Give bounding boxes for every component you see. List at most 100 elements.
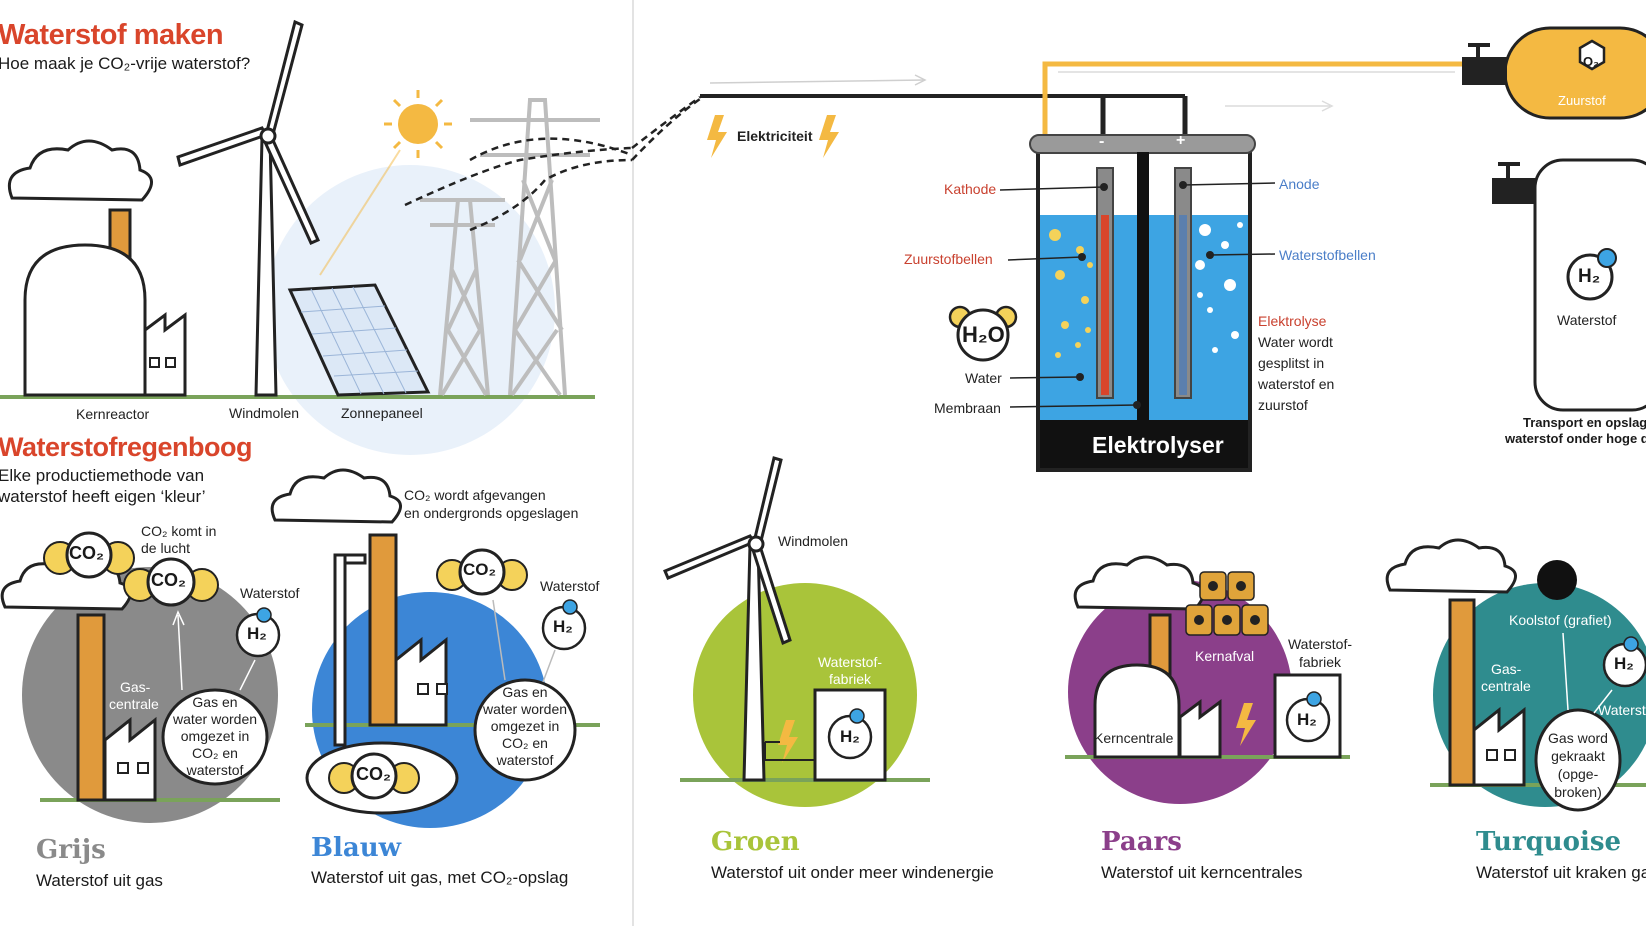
- grijs-co2-note-1: CO₂ komt in: [141, 523, 217, 539]
- blauw-waterstof-label: Waterstof: [540, 578, 600, 594]
- elektrolyse-line-1: Water wordt: [1258, 334, 1333, 350]
- electrode-minus: -: [1099, 133, 1105, 150]
- blauw-co2-note-1: CO₂ wordt afgevangen: [404, 487, 546, 503]
- h2-molecule-icon: [235, 607, 281, 658]
- blauw-description: Waterstof uit gas, met CO₂-opslag: [311, 868, 569, 887]
- co2-molecule-icon: [328, 752, 420, 800]
- sun-icon: [319, 90, 452, 276]
- solar-panel-icon: [287, 283, 431, 397]
- turquoise-koolstof-label: Koolstof (grafiet): [1509, 612, 1612, 628]
- oxygen-tank-label: Zuurstof: [1558, 93, 1606, 108]
- groen-fabriek-1: Waterstof-: [817, 654, 883, 670]
- groen-illustration: [663, 456, 930, 807]
- rainbow-intro-2: waterstof heeft eigen ‘kleur’: [0, 487, 206, 506]
- blauw-h2-formula: H₂: [553, 617, 573, 636]
- turquoise-process-1: Gas word: [1548, 730, 1608, 746]
- label-kernreactor: Kernreactor: [76, 406, 150, 422]
- label-zuurstofbellen: Zuurstofbellen: [904, 251, 993, 267]
- grijs-co2-formula-2: CO₂: [151, 570, 186, 590]
- power-pylon-icon: [420, 98, 600, 397]
- lightning-icon: [1236, 703, 1256, 746]
- paars-h2-formula: H₂: [1297, 710, 1317, 729]
- elektrolyse-line-4: zuurstof: [1258, 397, 1308, 413]
- blauw-co2-formula-2: CO₂: [356, 764, 391, 784]
- grijs-h2-formula: H₂: [247, 624, 267, 643]
- electrode-plus: +: [1176, 132, 1186, 149]
- label-elektriciteit: Elektriciteit: [737, 128, 813, 144]
- label-zonnepaneel: Zonnepaneel: [341, 405, 423, 421]
- turquoise-centrale-1: Gas-: [1491, 661, 1522, 677]
- groen-h2-formula: H₂: [840, 727, 860, 746]
- co2-molecule-icon: [436, 548, 528, 596]
- lightning-icon: [707, 115, 727, 158]
- groen-title: Groen: [711, 827, 800, 857]
- groen-description: Waterstof uit onder meer windenergie: [711, 863, 994, 882]
- lightning-icon: [819, 115, 839, 158]
- hydrogen-caption-1: Transport en opslag: [1523, 415, 1646, 430]
- hydrogen-tank-label: Waterstof: [1557, 312, 1617, 328]
- graphite-icon: [1537, 560, 1577, 600]
- turquoise-waterst-label: Waterst: [1598, 702, 1646, 718]
- paars-illustration: [1065, 555, 1350, 804]
- h2-molecule-icon: [827, 708, 873, 760]
- turquoise-illustration: [1385, 538, 1646, 812]
- energy-sources-illustration: [0, 19, 701, 455]
- blauw-process-5: waterstof: [496, 752, 554, 768]
- electrolyser-name: Elektrolyser: [1092, 432, 1224, 458]
- h2o-formula: H₂O: [962, 322, 1005, 347]
- grijs-co2-note-2: de lucht: [141, 540, 191, 556]
- blauw-process-2: water worden: [482, 701, 568, 717]
- label-elektrolyse-title: Elektrolyse: [1258, 313, 1327, 329]
- label-kathode: Kathode: [944, 181, 997, 197]
- nuclear-reactor-icon: [1093, 663, 1181, 759]
- lightning-icon: [778, 720, 798, 763]
- paars-description: Waterstof uit kerncentrales: [1101, 863, 1303, 882]
- turquoise-process-3: (opge-: [1557, 766, 1599, 782]
- grijs-process-4: CO₂ en: [192, 745, 238, 761]
- groen-windmolen-label: Windmolen: [778, 533, 849, 549]
- label-anode: Anode: [1279, 176, 1320, 192]
- turquoise-description: Waterstof uit kraken ga: [1476, 863, 1646, 882]
- hydrogen-tank-icon: [1492, 158, 1646, 412]
- paars-title: Paars: [1101, 827, 1182, 857]
- blauw-title: Blauw: [311, 833, 401, 863]
- turquoise-h2-formula: H₂: [1614, 654, 1634, 673]
- electrolyser-illustration: [700, 61, 1465, 472]
- blauw-illustration: [270, 468, 600, 828]
- turquoise-centrale-2: centrale: [1481, 678, 1531, 694]
- grijs-description: Waterstof uit gas: [36, 871, 163, 890]
- oxygen-formula: O₂: [1583, 54, 1599, 69]
- label-waterstofbellen: Waterstofbellen: [1279, 247, 1376, 263]
- turquoise-process-2: gekraakt: [1551, 748, 1605, 764]
- page-title: Waterstof maken: [0, 19, 224, 51]
- label-water: Water: [965, 370, 1002, 386]
- co2-molecule-icon: [43, 531, 135, 579]
- label-membraan: Membraan: [934, 400, 1001, 416]
- wind-turbine-icon: [663, 456, 792, 782]
- grijs-title: Grijs: [36, 835, 106, 865]
- blauw-co2-note-2: en ondergronds opgeslagen: [404, 505, 579, 521]
- rainbow-intro-1: Elke productiemethode van: [0, 466, 205, 485]
- cloud-icon: [7, 139, 153, 202]
- blauw-co2-formula-1: CO₂: [463, 560, 497, 579]
- paars-kerncentrale-label: Kerncentrale: [1094, 730, 1174, 746]
- oxygen-tank-icon: [1462, 26, 1646, 120]
- hydrogen-tank-formula: H₂: [1578, 266, 1601, 287]
- blauw-process-4: CO₂ en: [502, 735, 548, 751]
- grijs-centrale-2: centrale: [109, 696, 159, 712]
- elektrolyse-line-2: gesplitst in: [1258, 355, 1325, 371]
- h2-molecule-icon: [541, 599, 587, 651]
- grijs-illustration: [0, 531, 281, 823]
- h2-molecule-icon: [1285, 691, 1331, 743]
- grijs-process-2: water worden: [172, 711, 258, 727]
- groen-fabriek-2: fabriek: [828, 671, 872, 687]
- nuclear-waste-icon: [1185, 571, 1269, 636]
- page-subtitle: Hoe maak je CO₂-vrije waterstof?: [0, 54, 251, 73]
- grijs-process-5: waterstof: [186, 762, 244, 778]
- co2-molecule-icon: [123, 557, 219, 607]
- grijs-process-1: Gas en: [192, 694, 238, 710]
- hydrogen-caption-2: waterstof onder hoge d: [1505, 431, 1646, 446]
- wind-turbine-icon: [176, 19, 320, 397]
- rainbow-title: Waterstofregenboog: [0, 432, 253, 462]
- blauw-process-1: Gas en: [502, 684, 548, 700]
